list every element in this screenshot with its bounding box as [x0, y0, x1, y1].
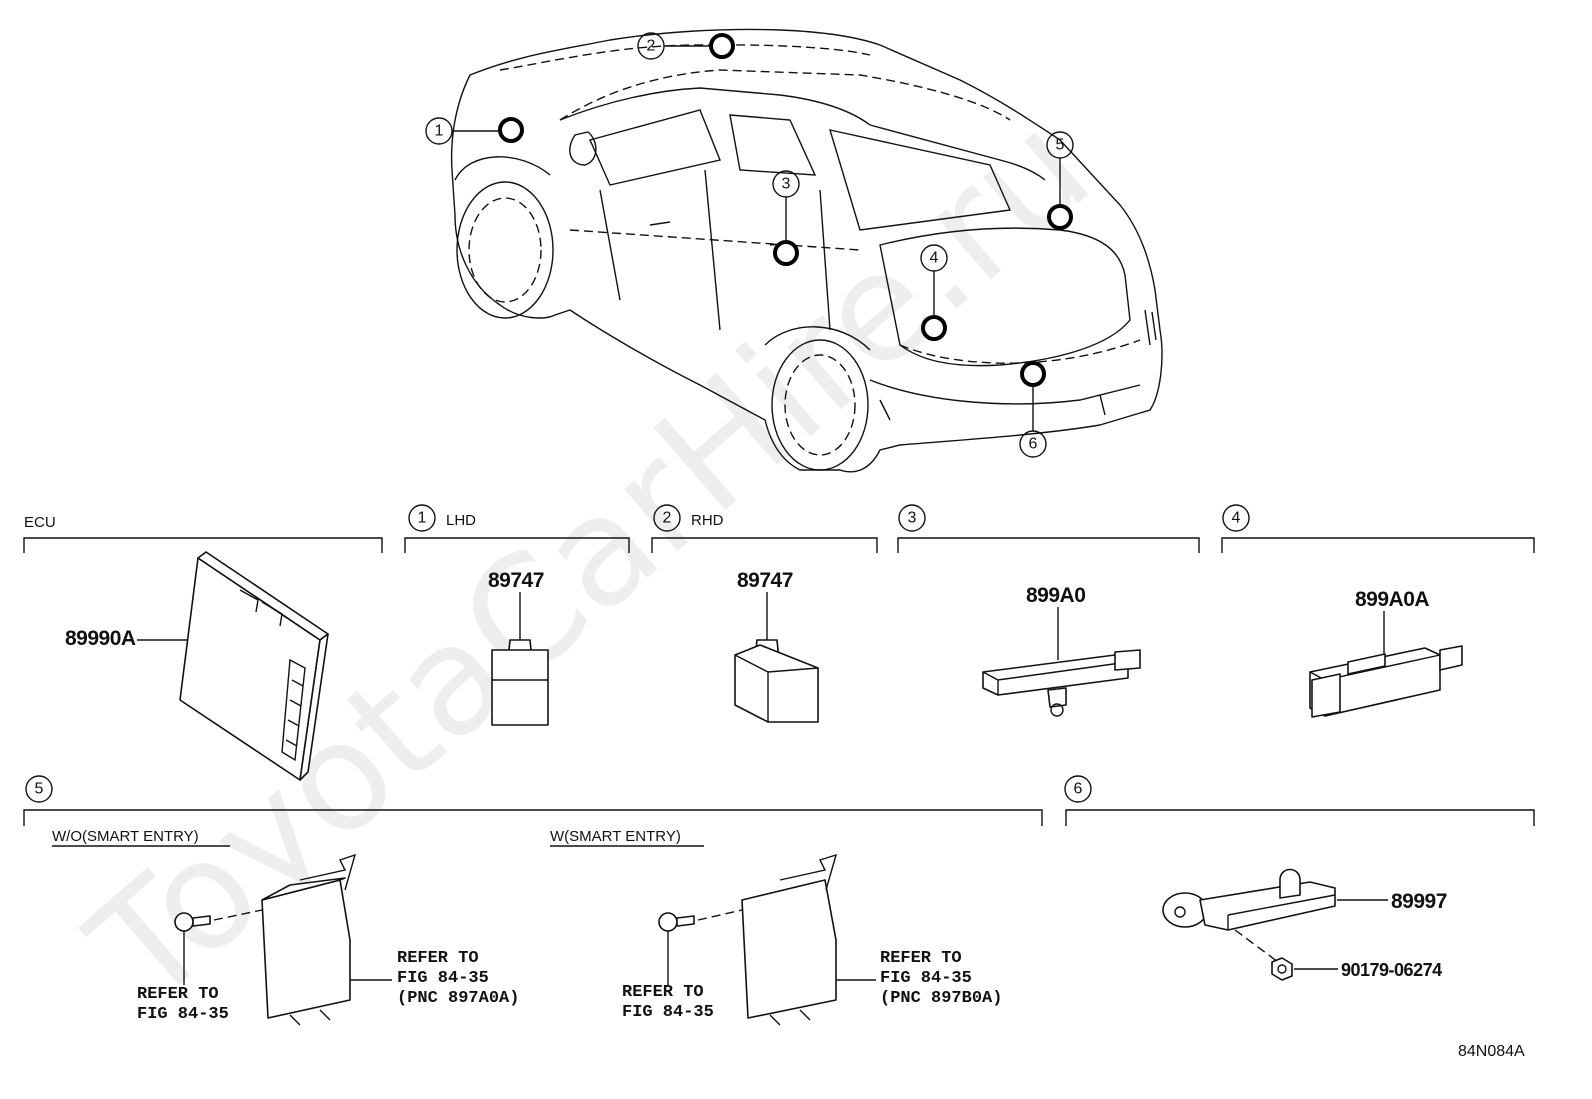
nut-90179	[1271, 957, 1293, 981]
sensor-dot-5	[1047, 204, 1073, 230]
section-4-num: 4	[1232, 510, 1241, 527]
w-bolt-ref-2: FIG 84-35	[622, 1003, 714, 1022]
wo-unit-ref-1: REFER TO	[397, 949, 479, 968]
wo-smart-entry-label: W/O(SMART ENTRY)	[52, 828, 199, 845]
section-2-num: 2	[663, 510, 672, 527]
part-number-899A0A: 899A0A	[1355, 588, 1429, 611]
callout-6: 6	[1029, 436, 1038, 453]
section-5: 5 W/O(SMART ENTRY) REFER TO FIG 84-35 RE…	[23, 775, 1043, 1026]
bolt-right	[658, 912, 695, 932]
section-ecu-label: ECU	[24, 514, 56, 531]
part-number-89747-lhd: 89747	[488, 569, 544, 592]
figure-code: 84N084A	[1458, 1043, 1525, 1060]
receiver-unit-left	[261, 853, 357, 1026]
w-bolt-ref-1: REFER TO	[622, 983, 704, 1002]
wo-unit-ref-2: FIG 84-35	[397, 969, 489, 988]
w-unit-ref-3: (PNC 897B0A)	[880, 989, 1002, 1008]
vehicle-callouts: 1 2 3 4 5 6	[425, 32, 1074, 458]
part-number-89990A: 89990A	[65, 627, 136, 650]
sensor-dot-1	[498, 117, 524, 143]
part-number-90179-06274: 90179-06274	[1341, 960, 1442, 980]
section-6-num: 6	[1074, 781, 1083, 798]
section-4: 4 899A0A	[1221, 504, 1535, 718]
sensor-dot-6	[1020, 361, 1046, 387]
callout-5: 5	[1056, 137, 1065, 154]
sensor-dot-3	[773, 240, 799, 266]
vehicle-illustration	[450, 28, 1163, 473]
callout-1: 1	[435, 123, 444, 140]
wo-bolt-ref-2: FIG 84-35	[137, 1005, 229, 1024]
wo-bolt-ref-1: REFER TO	[137, 985, 219, 1004]
section-5-num: 5	[35, 781, 44, 798]
sensor-dot-2	[709, 33, 735, 59]
sensor-locations	[498, 33, 1073, 387]
part-number-89747-rhd: 89747	[737, 569, 793, 592]
sensor-89997	[1162, 868, 1336, 931]
section-1-num: 1	[418, 510, 427, 527]
section-1-lhd: 1 LHD 89747	[404, 504, 630, 726]
section-ecu: ECU 89990A	[23, 514, 383, 781]
section-2-rhd: 2 RHD 89747	[651, 504, 878, 723]
section-3-num: 3	[908, 510, 917, 527]
w-unit-ref-1: REFER TO	[880, 949, 962, 968]
callout-4: 4	[930, 250, 939, 267]
callout-3: 3	[782, 176, 791, 193]
wo-unit-ref-3: (PNC 897A0A)	[397, 989, 519, 1008]
part-number-89997: 89997	[1391, 890, 1447, 913]
part-number-899A0: 899A0	[1026, 584, 1085, 607]
section-6: 6 89997 90179-06274	[1064, 775, 1535, 981]
section-1-label: LHD	[446, 512, 476, 529]
sensor-dot-4	[921, 315, 947, 341]
w-unit-ref-2: FIG 84-35	[880, 969, 972, 988]
section-2-label: RHD	[691, 512, 724, 529]
w-smart-entry-label: W(SMART ENTRY)	[550, 828, 681, 845]
receiver-unit-right	[741, 853, 838, 1026]
callout-2: 2	[647, 38, 656, 55]
section-3: 3 899A0	[897, 504, 1200, 717]
